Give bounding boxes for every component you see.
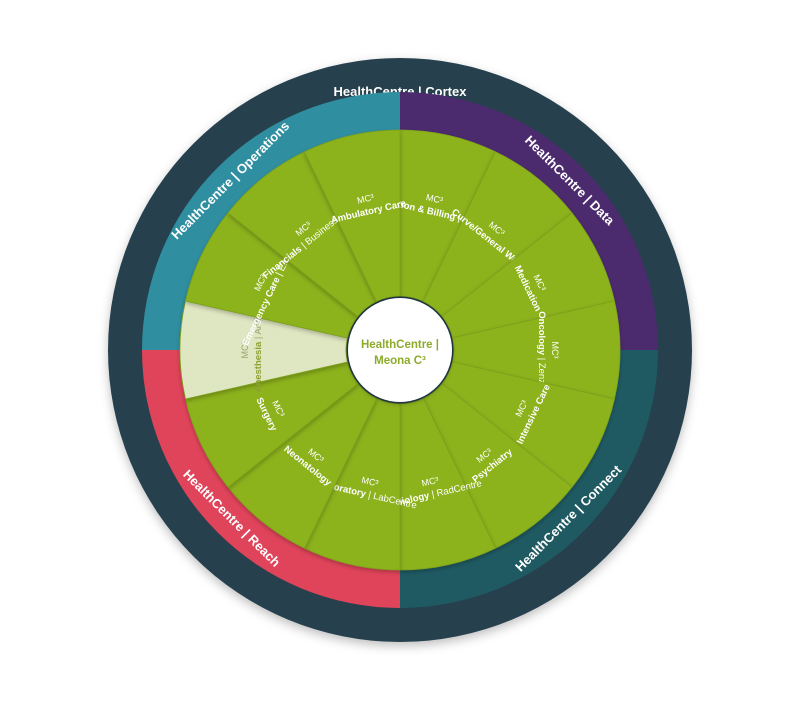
segment-prefix: MC³ xyxy=(421,475,440,489)
segment-wedge[interactable] xyxy=(304,129,401,302)
segment-prefix: MC³ xyxy=(356,192,375,206)
segment-prefix: MC³ xyxy=(240,342,250,359)
segment-prefix: MC³ xyxy=(361,475,380,489)
segment-prefix: MC³ xyxy=(550,342,560,359)
center-circle xyxy=(348,298,452,402)
center-title-line2: Meona C³ xyxy=(374,355,426,367)
center-title-line1: HealthCentre | xyxy=(361,339,439,351)
segment-prefix: MC³ xyxy=(425,192,444,206)
quadrant-connect xyxy=(400,350,658,608)
quadrant-data xyxy=(400,92,658,350)
quadrant-operations xyxy=(142,92,400,350)
segment-title: Anesthesia | Andok xyxy=(253,307,264,392)
segment-title: Oncology | Zenzy xyxy=(536,311,547,389)
quadrant-reach xyxy=(142,350,400,608)
